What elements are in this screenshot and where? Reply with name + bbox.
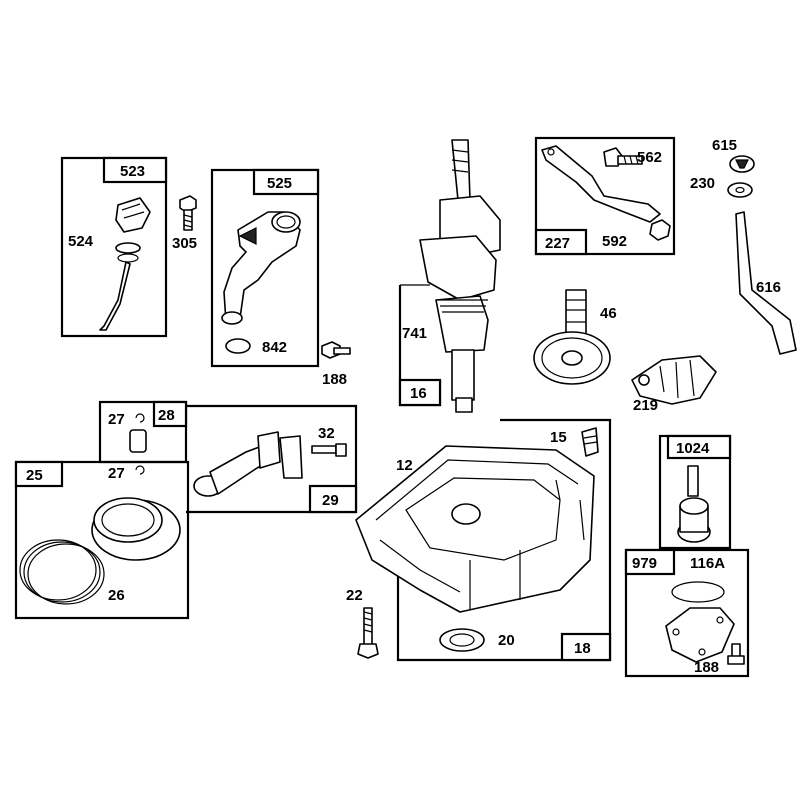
label-842: 842: [262, 339, 287, 356]
box-16-tab: [398, 378, 442, 407]
plug-15: [581, 427, 599, 457]
nut-592: [649, 219, 671, 241]
camshaft-46: [533, 289, 611, 385]
label-116A: 116A: [690, 555, 725, 572]
label-28: 28: [158, 407, 175, 424]
label-219: 219: [633, 397, 658, 414]
wrist-pin: [129, 429, 147, 453]
box-979-tab: [624, 548, 676, 576]
governor-lever-part: [541, 145, 661, 223]
governor-control-box: 227 562 592: [534, 136, 676, 256]
label-524: 524: [68, 233, 94, 250]
label-188-bottom: 188: [694, 659, 719, 676]
oil-fill-tube-part: [221, 211, 301, 325]
box-525-tab: [252, 168, 320, 196]
dipstick-part: [99, 197, 151, 331]
label-25: 25: [26, 467, 43, 484]
label-18: 18: [574, 640, 591, 657]
sump-box: 18 12 15 20: [355, 418, 612, 662]
label-979: 979: [632, 555, 657, 572]
box-523-tab: [102, 156, 168, 184]
bolt-188-bottom: [727, 643, 745, 665]
bolt-22: [357, 607, 379, 659]
label-227: 227: [545, 235, 570, 252]
label-741: 741: [402, 325, 427, 342]
oil-seal-20: [439, 628, 485, 652]
sump-part: [355, 445, 595, 613]
label-29: 29: [322, 492, 339, 509]
governor-assembly-219: [631, 355, 717, 405]
label-16: 16: [410, 385, 427, 402]
label-616: 616: [756, 279, 781, 296]
box-28-tab: [152, 400, 188, 428]
label-20: 20: [498, 632, 515, 649]
connecting-rod-box: 28 27 29 32: [98, 400, 358, 514]
label-27-top: 27: [108, 411, 125, 428]
label-27-bottom: 27: [108, 465, 125, 482]
bolt-32: [311, 443, 347, 457]
label-525: 525: [267, 175, 292, 192]
label-15: 15: [550, 429, 567, 446]
crankshaft-group: 16 741: [398, 139, 501, 413]
clip-27-bottom: [135, 465, 145, 475]
label-12: 12: [396, 457, 413, 474]
bolt-562: [603, 147, 643, 167]
piston-rings-26: [19, 539, 105, 605]
box-1024: 1024: [658, 434, 732, 550]
label-46: 46: [600, 305, 617, 322]
bolt-305: [179, 195, 197, 231]
washer-230: [727, 182, 753, 198]
label-523: 523: [120, 163, 145, 180]
governor-gear-615: [729, 155, 755, 173]
label-562: 562: [637, 149, 662, 166]
dipstick-assembly-box: 523 524: [60, 156, 168, 338]
box-227-tab: [534, 228, 588, 256]
pump-cover-part: [665, 607, 735, 663]
box-29-frame: [186, 404, 358, 514]
box-25-frame: [14, 460, 190, 620]
label-32: 32: [318, 425, 335, 442]
piston-part: [91, 497, 181, 561]
oil-fill-tube-box: 525 842: [210, 168, 320, 368]
box-979-frame: [624, 548, 750, 678]
label-26: 26: [108, 587, 125, 604]
crankshaft-part: [419, 139, 501, 413]
clip-27-top: [135, 413, 145, 423]
label-230: 230: [690, 175, 715, 192]
box-227-frame: [534, 136, 676, 256]
box-18-tab: [560, 632, 612, 662]
connecting-rod-part: [193, 431, 303, 497]
gasket-116A: [671, 581, 725, 603]
label-592: 592: [602, 233, 627, 250]
o-ring-842: [225, 338, 251, 354]
bolt-188-top: [321, 341, 351, 359]
governor-shaft-616: [735, 211, 797, 355]
box-29-tab: [308, 484, 358, 514]
label-188-top: 188: [322, 371, 347, 388]
label-615: 615: [712, 137, 737, 154]
box-1024-tab: [666, 434, 732, 460]
box-25-tab: [14, 460, 64, 488]
piston-box: 25 27 26: [14, 460, 190, 620]
label-305: 305: [172, 235, 197, 252]
box-979: 979 116A 188: [624, 548, 750, 678]
label-1024: 1024: [676, 440, 710, 457]
oil-pump-part: [677, 465, 711, 543]
label-22: 22: [346, 587, 363, 604]
